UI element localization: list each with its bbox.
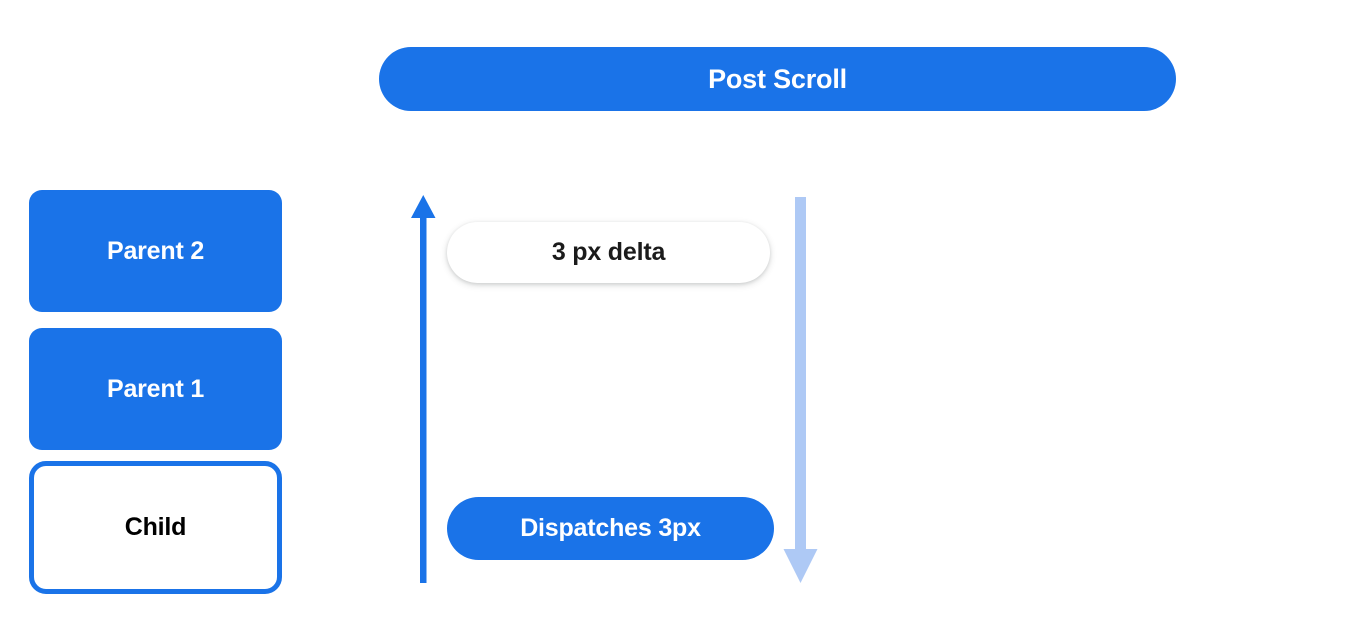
node-box-parent-1[interactable]: Parent 1 bbox=[29, 328, 282, 450]
node-label-parent-1: Parent 1 bbox=[106, 374, 205, 403]
delta-pill-label: 3 px delta bbox=[551, 238, 666, 266]
node-box-parent-2[interactable]: Parent 2 bbox=[29, 190, 282, 312]
scroll-up-arrow-icon bbox=[411, 195, 436, 583]
post-scroll-title-banner: Post Scroll bbox=[379, 47, 1176, 111]
dispatches-pill: Dispatches 3px bbox=[447, 497, 774, 560]
node-label-child: Child bbox=[124, 513, 187, 541]
dispatches-pill-label: Dispatches 3px bbox=[520, 514, 701, 542]
node-label-parent-2: Parent 2 bbox=[106, 236, 205, 265]
node-box-child[interactable]: Child bbox=[29, 461, 282, 594]
delta-pill: 3 px delta bbox=[447, 222, 770, 283]
dispatch-down-arrow-icon bbox=[783, 197, 818, 583]
page-title: Post Scroll bbox=[708, 63, 847, 94]
